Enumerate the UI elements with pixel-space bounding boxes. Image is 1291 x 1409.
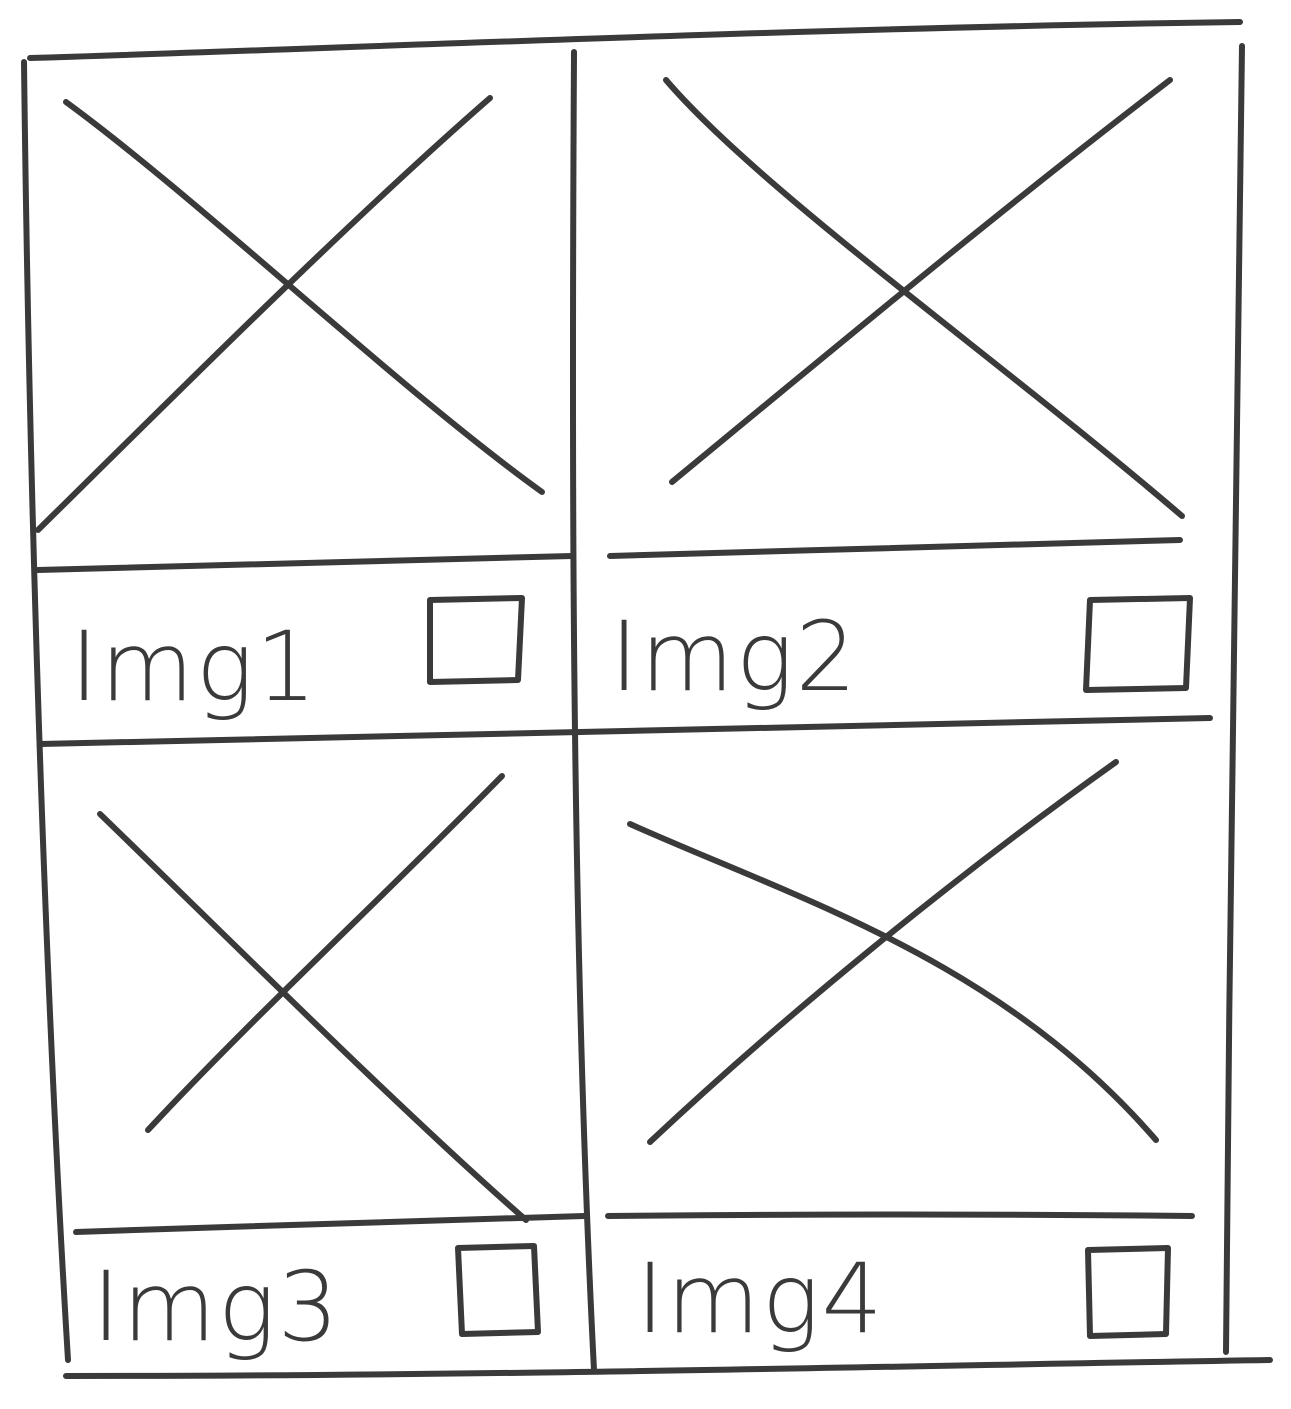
tile-2-checkbox[interactable] (1083, 595, 1193, 693)
gallery-frame (21, 19, 1273, 1379)
frame-right-line (1223, 43, 1245, 1355)
frame-center-vertical-line (569, 49, 597, 1373)
placeholder-image-icon (97, 773, 529, 1223)
frame-bottom-line (63, 1357, 1273, 1379)
frame-center-horizontal-line (37, 715, 1213, 747)
tile-1-checkbox[interactable] (427, 595, 525, 685)
tile-4-caption-divider (605, 1211, 1195, 1219)
gallery-tile-1[interactable]: Img1 (30, 60, 575, 740)
tile-1-caption-divider (35, 553, 575, 573)
tile-3-checkbox[interactable] (455, 1243, 541, 1337)
tile-4-checkbox[interactable] (1085, 1245, 1171, 1339)
placeholder-image-icon (627, 759, 1159, 1145)
gallery-tile-4[interactable]: Img4 (590, 724, 1226, 1364)
tile-2-caption-divider (607, 537, 1183, 559)
tile-4-label: Img4 (636, 1243, 885, 1355)
frame-top-line (27, 19, 1243, 61)
tile-1-label: Img1 (70, 611, 319, 723)
frame-left-line (21, 59, 71, 1363)
tile-3-label: Img3 (92, 1251, 341, 1363)
placeholder-image-icon (663, 77, 1185, 519)
gallery-tile-3[interactable]: Img3 (40, 748, 587, 1368)
gallery-tile-2[interactable]: Img2 (578, 40, 1228, 720)
placeholder-image-icon (35, 95, 545, 533)
tile-3-caption-divider (73, 1213, 587, 1235)
tile-2-label: Img2 (610, 601, 859, 713)
